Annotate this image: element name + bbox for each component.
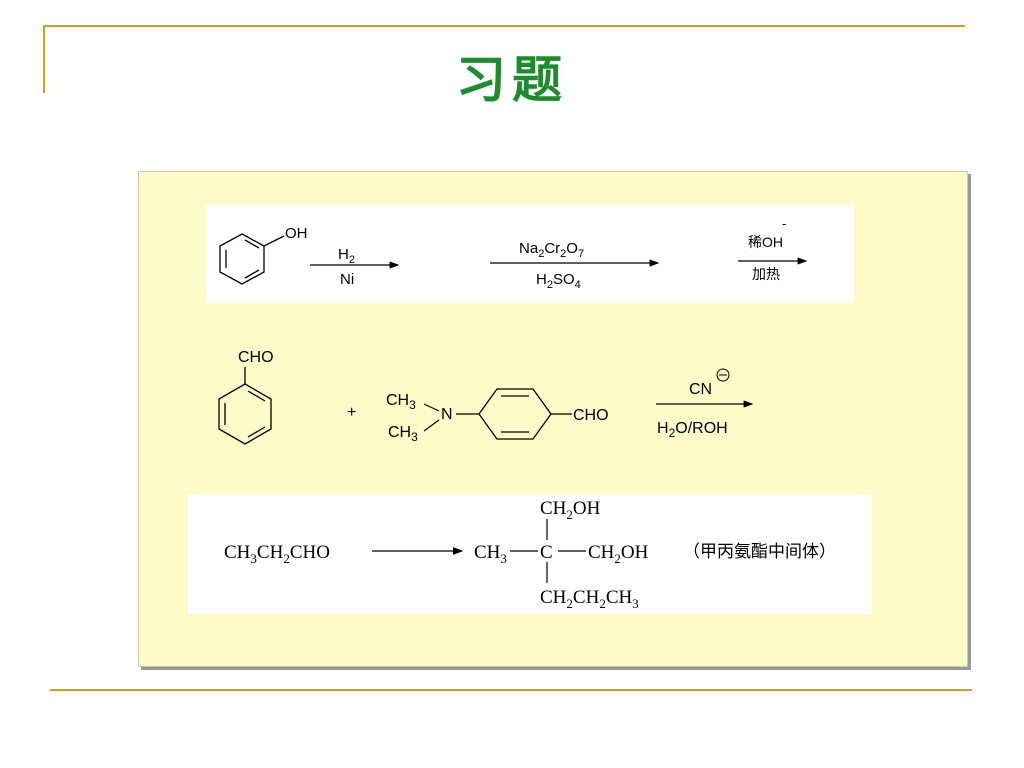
dimethylaminobenzaldehyde-ring — [478, 388, 572, 440]
step1-catalyst-label: Ni — [340, 271, 354, 288]
methyl-top-label: CH3 — [386, 392, 416, 412]
propanal-label: CH3CH2CHO — [224, 542, 330, 566]
cho-label-2: CHO — [573, 407, 609, 424]
cyanide-label: CN — [689, 381, 712, 398]
negative-charge-icon — [716, 368, 730, 382]
nitrogen-label: N — [441, 406, 453, 423]
slide-title: 习题 — [456, 50, 568, 109]
step2-oxidant-label: Na2Cr2O7 — [519, 240, 584, 260]
step3-charge: - — [782, 216, 786, 231]
reaction1-box — [206, 205, 854, 303]
top-accent-line — [43, 25, 965, 27]
top-hydroxymethyl-label: CH2OH — [540, 498, 601, 522]
step1-reagent-label: H2 — [338, 246, 355, 266]
step3-base-label: 稀OH — [748, 234, 783, 250]
intermediate-note: （甲丙氨酯中间体） — [683, 542, 836, 561]
dimethylamino-bonds — [423, 403, 479, 432]
bottom-accent-line — [50, 689, 972, 691]
propyl-group-label: CH2CH2CH3 — [540, 587, 639, 611]
reaction3-box — [188, 494, 872, 614]
methyl-group-label: CH3 — [474, 542, 507, 566]
phenol-structure — [219, 233, 285, 285]
plus-sign: + — [347, 404, 356, 421]
methyl-bottom-label: CH3 — [388, 424, 418, 444]
solvent-label: H2O/ROH — [657, 420, 728, 440]
left-accent-line — [43, 25, 45, 93]
step3-heat-label: 加热 — [752, 266, 780, 282]
phenol-oh-label: OH — [285, 225, 308, 242]
step2-acid-label: H2SO4 — [536, 271, 581, 291]
benzaldehyde-ring — [218, 367, 272, 445]
benzaldehyde-cho-label: CHO — [238, 349, 274, 366]
central-carbon-label: C — [540, 542, 553, 563]
right-hydroxymethyl-label: CH2OH — [588, 542, 649, 566]
